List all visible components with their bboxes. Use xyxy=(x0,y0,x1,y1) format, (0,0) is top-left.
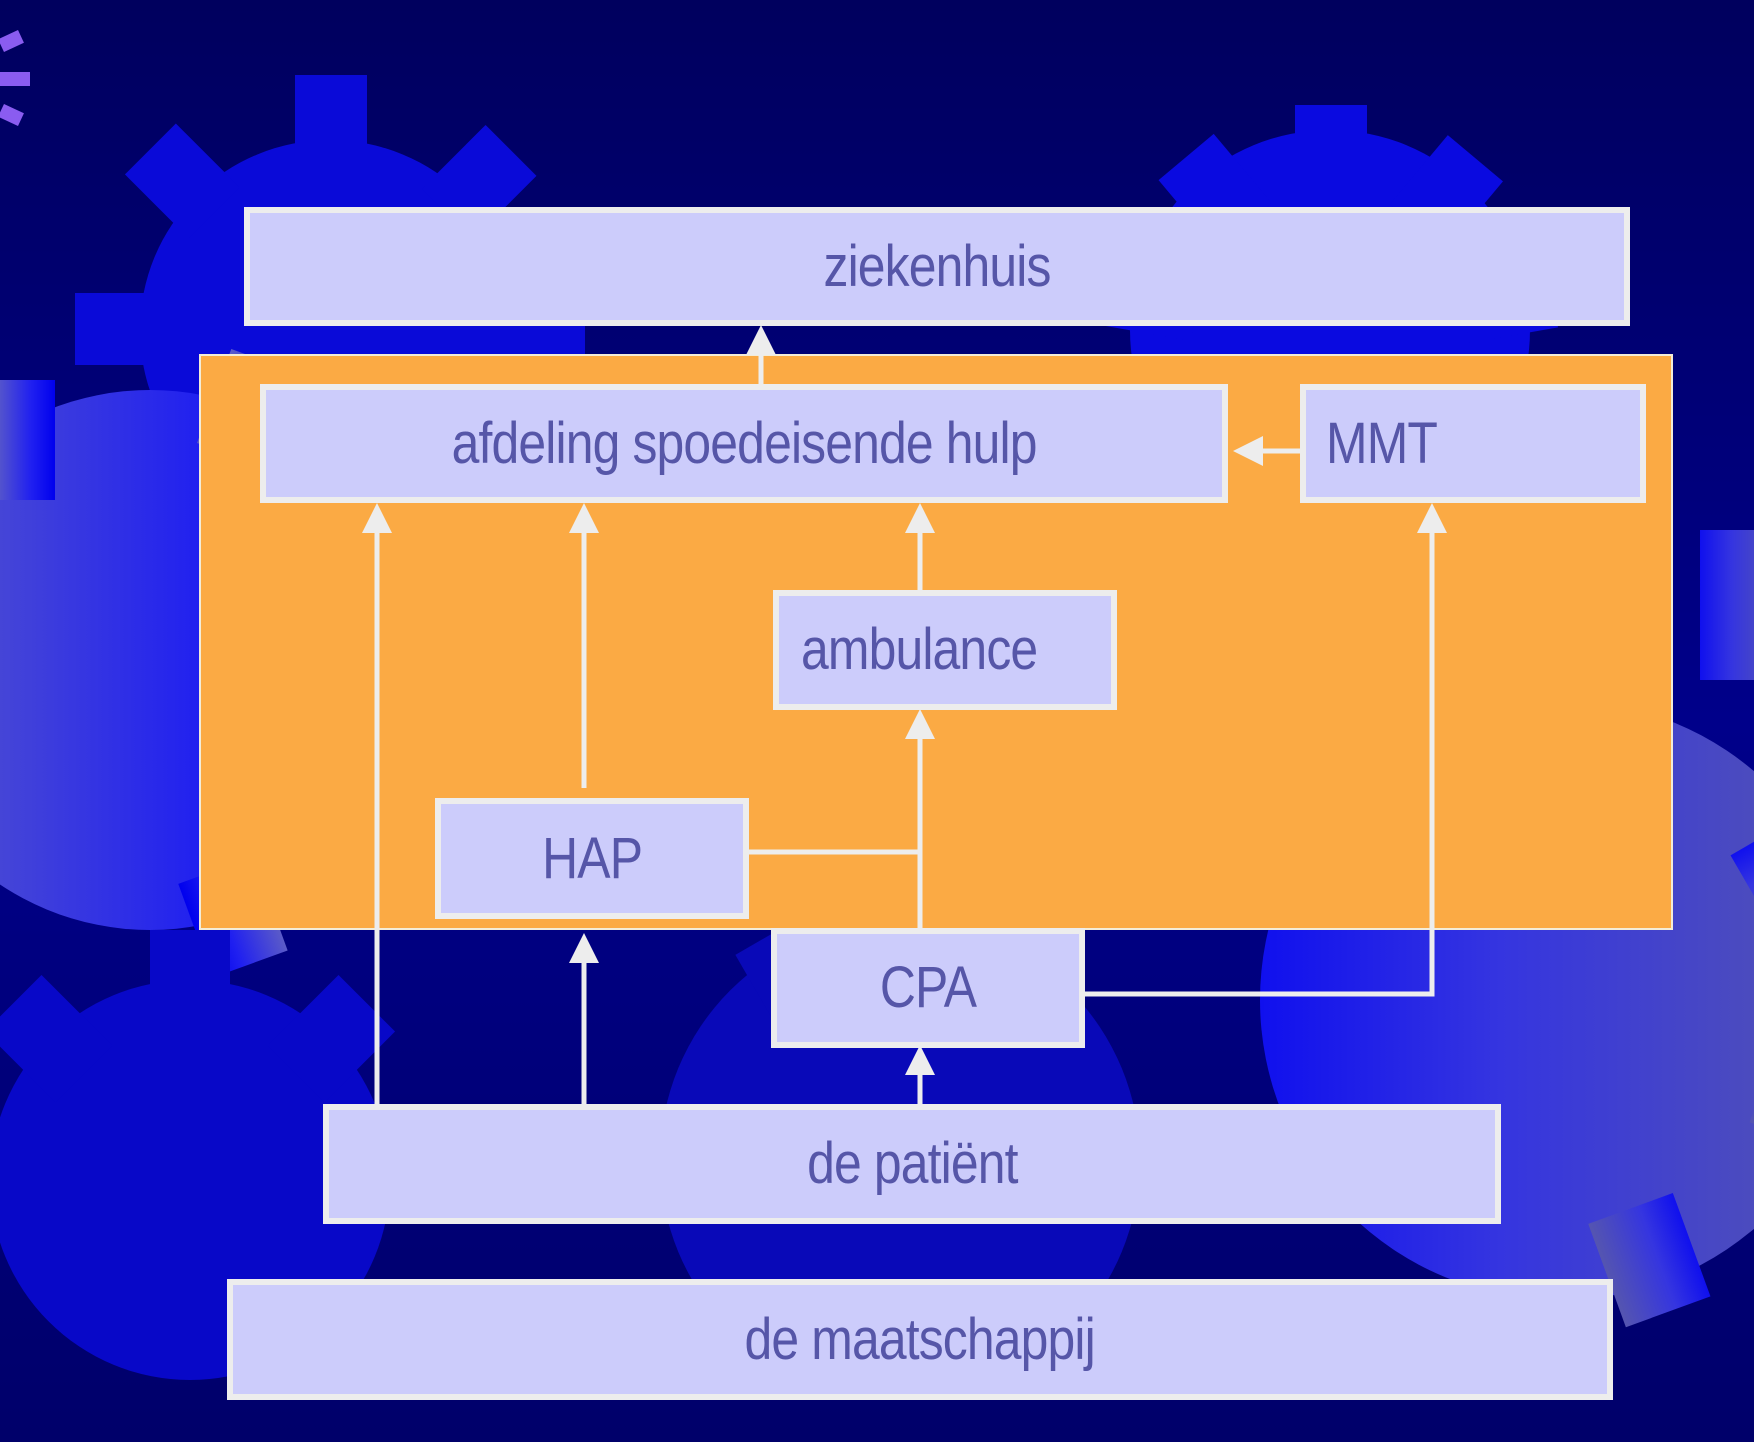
node-patient-label: de patiënt xyxy=(806,1131,1018,1196)
node-de-maatschappij: de maatschappij xyxy=(227,1279,1613,1400)
gear-shape xyxy=(0,30,30,126)
node-cpa-label: CPA xyxy=(879,955,977,1020)
node-afdeling-spoedeisende-hulp: afdeling spoedeisende hulp xyxy=(260,384,1228,503)
node-cpa: CPA xyxy=(771,928,1085,1048)
node-ambulance-label: ambulance xyxy=(801,617,1038,682)
node-hap: HAP xyxy=(435,798,749,919)
node-maatschappij-label: de maatschappij xyxy=(744,1306,1096,1372)
arrow-cpa-to-mmt xyxy=(1082,503,1447,997)
node-hap-label: HAP xyxy=(541,825,643,891)
node-ambulance: ambulance xyxy=(773,590,1117,710)
node-ziekenhuis: ziekenhuis xyxy=(244,207,1630,326)
node-seh-label: afdeling spoedeisende hulp xyxy=(451,410,1037,476)
node-de-patient: de patiënt xyxy=(323,1104,1501,1224)
node-ziekenhuis-label: ziekenhuis xyxy=(823,233,1051,299)
node-mmt-label: MMT xyxy=(1326,410,1438,476)
node-mmt: MMT xyxy=(1300,384,1646,503)
